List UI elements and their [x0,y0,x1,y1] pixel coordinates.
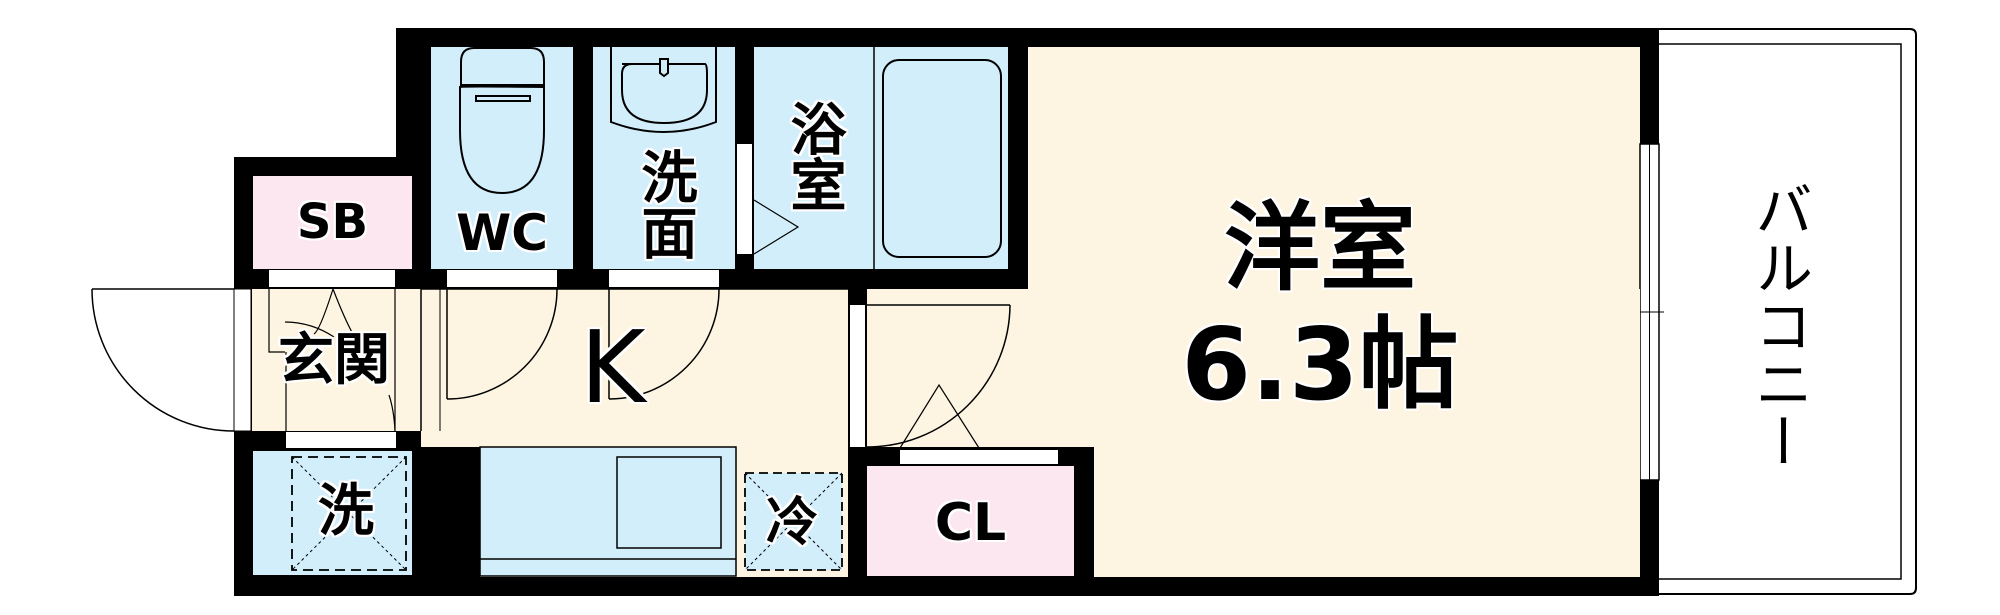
label-kitchen: K [580,309,646,426]
label-western-room: 洋室 [1224,192,1416,304]
label-fridge: 冷 [766,493,819,553]
toilet-door-swing [446,288,558,400]
label-balcony: バルコニー [1745,180,1813,470]
label-western-room-size: 6.3帖 [1181,306,1459,423]
room-laundry [253,451,412,575]
label-entrance: 玄関 [278,328,390,393]
washroom-door-swing [608,288,720,400]
label-bathroom: 浴室 [781,100,846,212]
label-closet: CL [934,493,1007,553]
room-kitchen [421,289,848,447]
room-closet [867,466,1074,576]
room-shoebox [253,176,412,269]
western-room-floor-ext [867,289,1094,447]
label-laundry: 洗 [318,479,374,544]
bathtub-icon [882,59,1002,258]
sink-icon [610,47,717,133]
label-washroom: 洗面 [632,148,697,260]
bathroom-door-icon [753,199,800,255]
kitchen-sink-icon [616,456,722,549]
laundry-pan-icon [291,456,407,571]
balcony-area [1659,28,1917,595]
fridge-space-icon [744,472,843,571]
label-shoebox: SB [296,194,369,250]
entrance-door-swing [91,288,235,432]
toilet-icon [459,47,545,195]
kitchen-counter [479,446,737,577]
label-toilet: WC [456,204,548,262]
